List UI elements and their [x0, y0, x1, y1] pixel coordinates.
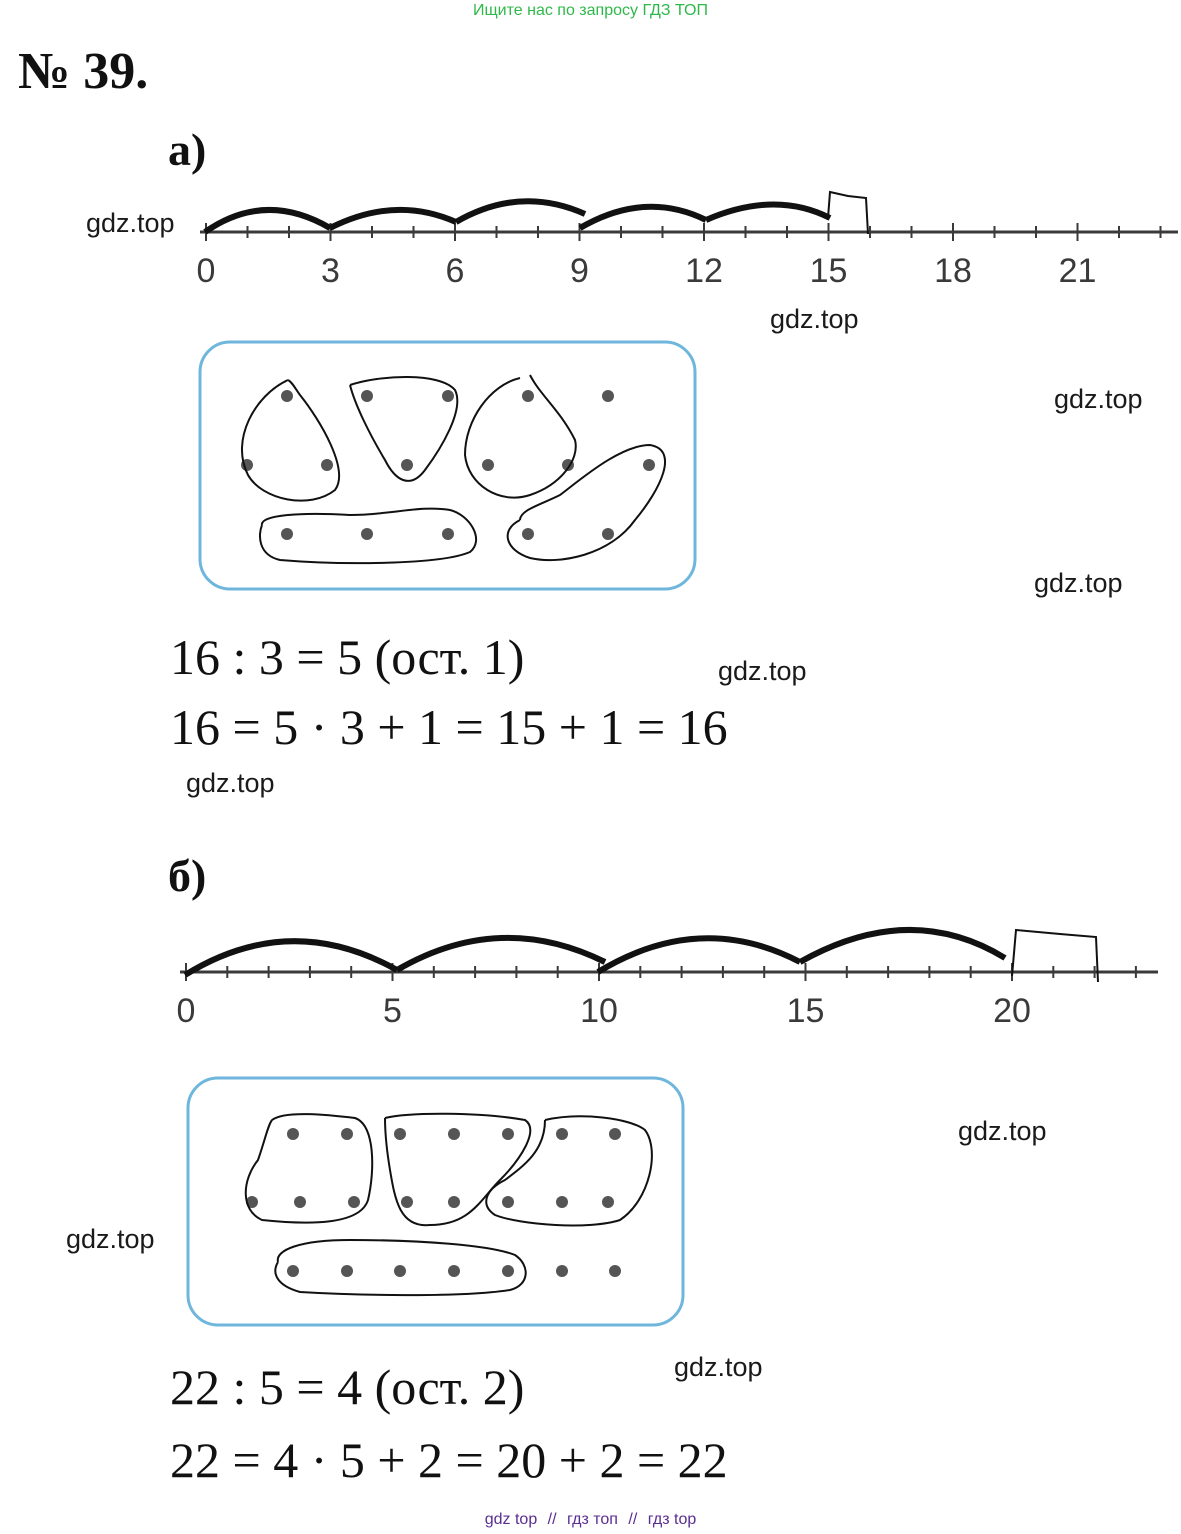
tick-label: 15: [787, 992, 825, 1030]
tick-label: 15: [810, 252, 848, 290]
hop-arc: [454, 198, 587, 225]
watermark: gdz.top: [1034, 568, 1123, 598]
remainder-flag: [827, 190, 869, 235]
part-b-number-line: 0 5 10 15 20: [177, 927, 1158, 1030]
part-a-equation-1: 16 : 3 = 5 (ост. 1): [170, 629, 525, 685]
remainder-flag: [1011, 928, 1099, 983]
tick-label: 20: [993, 992, 1031, 1030]
part-a-dot-box: [198, 340, 697, 591]
part-b-dot-box: [186, 1076, 685, 1327]
tick-label: 0: [177, 992, 196, 1030]
tick-label: 5: [383, 992, 402, 1030]
hop-arc: [183, 938, 399, 978]
tick-label: 18: [934, 252, 972, 290]
watermark: gdz.top: [718, 656, 807, 686]
tick-label: 9: [570, 252, 589, 290]
hop-arc: [578, 203, 708, 231]
part-b-equation-2: 22 = 4 · 5 + 2 = 20 + 2 = 22: [170, 1432, 728, 1488]
hop-arc: [798, 927, 1007, 965]
hop-arc: [596, 935, 802, 975]
watermark: gdz.top: [66, 1224, 155, 1254]
tick-label: 12: [685, 252, 723, 290]
footer-separator: //: [547, 1511, 557, 1528]
top-banner: Ищите нас по запросу ГДЗ ТОП: [473, 2, 708, 19]
watermark: gdz.top: [186, 768, 275, 798]
watermark: gdz.top: [674, 1352, 763, 1382]
hop-arc: [395, 934, 607, 973]
part-a-number-line: 0 3 6 9 12 15 18 21: [197, 190, 1178, 290]
hop-arc: [328, 206, 458, 231]
watermark: gdz.top: [770, 304, 859, 334]
part-a-label: а): [168, 124, 207, 175]
footer-link-gdz-top-mixed[interactable]: гдз top: [647, 1511, 697, 1528]
watermark: gdz.top: [86, 208, 175, 238]
part-b-label: б): [168, 850, 207, 901]
task-number: № 39.: [18, 43, 149, 100]
hop-arc: [704, 201, 832, 223]
tick-label: 3: [321, 252, 340, 290]
tick-label: 10: [580, 992, 618, 1030]
part-a-equation-2: 16 = 5 · 3 + 1 = 15 + 1 = 16: [170, 699, 728, 755]
footer-link-gdz-top-cyr[interactable]: гдз топ: [567, 1511, 618, 1528]
hop-arc: [203, 207, 332, 235]
footer-links: gdz top // гдз топ // гдз top: [0, 1510, 1181, 1530]
tick-label: 6: [446, 252, 465, 290]
watermark: gdz.top: [958, 1116, 1047, 1146]
tick-label: 0: [197, 252, 216, 290]
footer-separator: //: [628, 1511, 638, 1528]
footer-link-gdz-top[interactable]: gdz top: [484, 1511, 538, 1528]
watermark: gdz.top: [1054, 384, 1143, 414]
part-b-equation-1: 22 : 5 = 4 (ост. 2): [170, 1359, 525, 1415]
tick-label: 21: [1059, 252, 1097, 290]
